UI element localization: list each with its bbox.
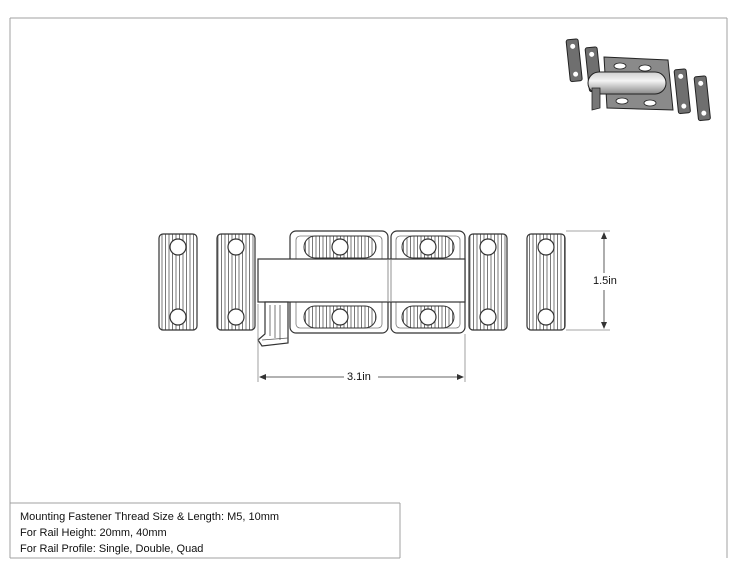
iso-plate-right-inner bbox=[673, 68, 691, 115]
mounting-plate-4 bbox=[526, 233, 566, 331]
latch-bolt-cylinder bbox=[257, 258, 466, 303]
note-rail-height: For Rail Height: 20mm, 40mm bbox=[20, 527, 167, 539]
note-fastener-thread: Mounting Fastener Thread Size & Length: … bbox=[20, 511, 280, 523]
iso-plate-left-outer bbox=[565, 38, 583, 83]
mounting-plate-1 bbox=[158, 233, 198, 331]
iso-latch-body bbox=[587, 56, 674, 111]
height-dimension-label: 1.5in bbox=[593, 275, 617, 287]
latch-handle bbox=[257, 301, 289, 347]
height-dimension bbox=[566, 230, 610, 331]
width-dimension bbox=[257, 304, 466, 382]
iso-plate-right-outer bbox=[693, 75, 711, 122]
mounting-plate-2 bbox=[216, 233, 256, 331]
note-rail-profile: For Rail Profile: Single, Double, Quad bbox=[20, 543, 204, 555]
isometric-thumbnail bbox=[565, 38, 711, 122]
sheet-frame bbox=[9, 17, 728, 559]
width-dimension-label: 3.1in bbox=[347, 371, 371, 383]
mounting-plate-3 bbox=[468, 233, 508, 331]
